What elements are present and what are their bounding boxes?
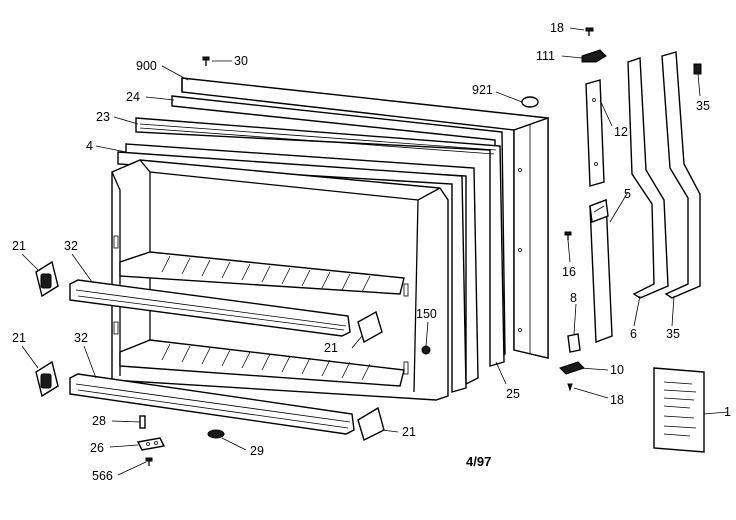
rail-end-caps [35, 260, 385, 441]
end-cap-left-lower [35, 360, 59, 398]
door-gasket-layers [117, 95, 506, 393]
outer-door-panel [181, 77, 549, 359]
plug-150 [421, 345, 431, 355]
screw-28 [139, 415, 146, 429]
callout-12: 12 [614, 125, 628, 139]
callout-21-a: 21 [12, 239, 26, 253]
callout-23: 23 [96, 110, 110, 124]
cap-35 [693, 63, 702, 75]
callout-28: 28 [92, 414, 106, 428]
end-cap-right-lower [357, 406, 385, 441]
handle-bracket-12 [585, 79, 605, 187]
callout-18-top: 18 [550, 21, 564, 35]
callout-labels: 900 30 24 23 4 921 18 111 12 35 5 16 8 6… [12, 21, 731, 483]
end-cap-right-upper [357, 310, 383, 344]
callout-35-top: 35 [696, 99, 710, 113]
callout-6: 6 [630, 327, 637, 341]
callout-21-c: 21 [324, 341, 338, 355]
callout-25: 25 [506, 387, 520, 401]
callout-32-b: 32 [74, 331, 88, 345]
screw-566 [145, 457, 153, 466]
callout-1: 1 [724, 405, 731, 419]
clip-8 [567, 333, 581, 353]
handle-trim-35 [661, 51, 701, 299]
leader-lines [21, 27, 729, 476]
end-cap-left-upper [35, 260, 59, 298]
screw-30 [202, 56, 210, 66]
callout-16: 16 [562, 265, 576, 279]
callout-29: 29 [250, 444, 264, 458]
manual-1 [653, 367, 705, 453]
grommet-29 [207, 429, 225, 439]
callout-24: 24 [126, 90, 140, 104]
screw-18-top [585, 27, 594, 36]
callout-21-d: 21 [402, 425, 416, 439]
callout-10: 10 [610, 363, 624, 377]
callout-30: 30 [234, 54, 248, 68]
callout-26: 26 [90, 441, 104, 455]
callout-35-bottom: 35 [666, 327, 680, 341]
shelf-rails [69, 279, 355, 435]
callout-900: 900 [136, 59, 157, 73]
callout-32-a: 32 [64, 239, 78, 253]
callout-18-bottom: 18 [610, 393, 624, 407]
plug-921 [521, 96, 539, 108]
date-stamp: 4/97 [466, 454, 491, 469]
callout-566: 566 [92, 469, 113, 483]
inner-door-liner [111, 159, 449, 401]
callout-21-b: 21 [12, 331, 26, 345]
handle-trim-6 [627, 57, 669, 299]
callout-150: 150 [416, 307, 437, 321]
screw-18-bottom [567, 383, 573, 392]
callout-8: 8 [570, 291, 577, 305]
bracket-111 [581, 49, 607, 63]
callout-5: 5 [624, 187, 631, 201]
callout-921: 921 [472, 83, 493, 97]
callout-111: 111 [536, 49, 555, 63]
screw-16 [564, 231, 572, 240]
handle-5 [589, 199, 613, 343]
hinge-plate-26 [136, 437, 166, 451]
callout-4: 4 [86, 139, 93, 153]
